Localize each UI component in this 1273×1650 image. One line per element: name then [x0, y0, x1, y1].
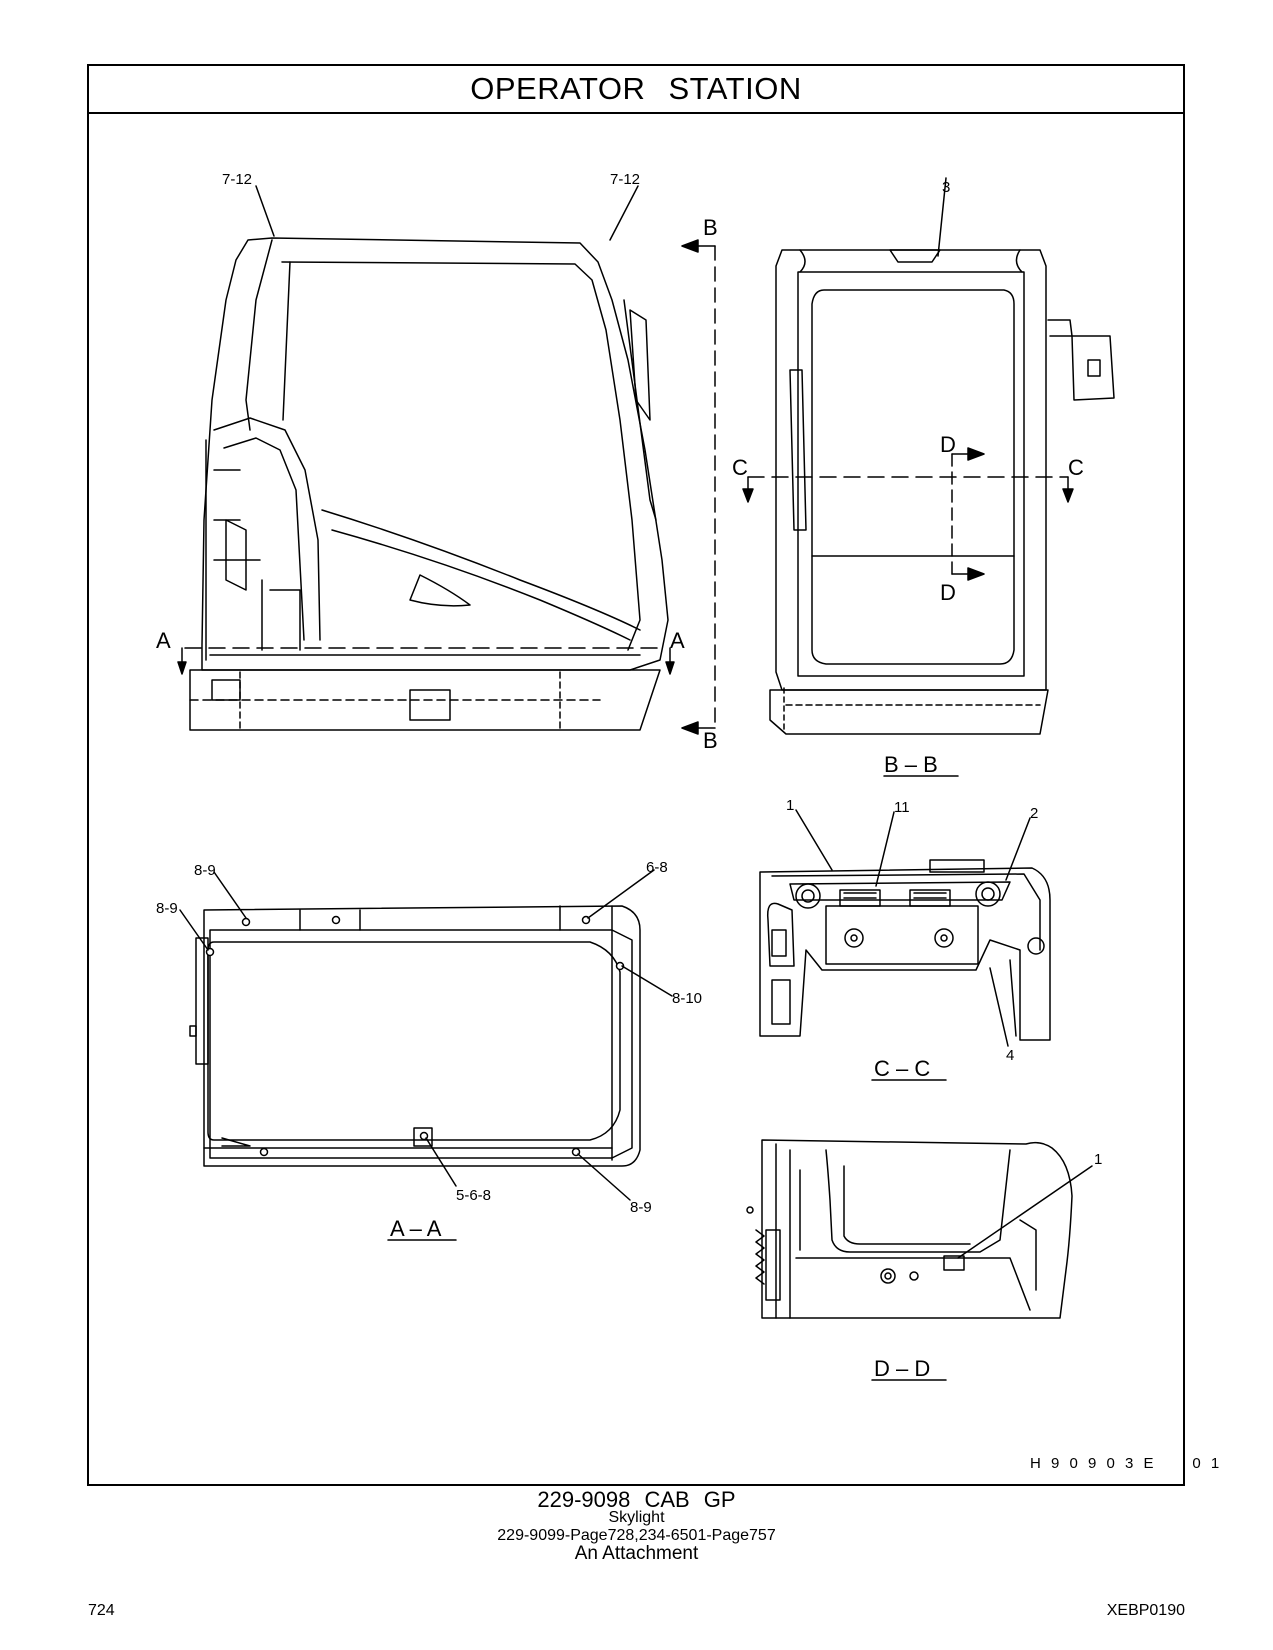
footer-description: Skylight	[608, 1509, 665, 1526]
section-marker-d-bottom: D	[940, 580, 956, 605]
callout-cc-2: 2	[1030, 805, 1038, 822]
footer-part-number: 229-9098 CAB GP	[537, 1487, 736, 1512]
callout-aa-5-6-8: 5-6-8	[456, 1187, 491, 1204]
callout-dd-1: 1	[1094, 1151, 1102, 1168]
view-title-aa: A – A	[390, 1216, 442, 1241]
title-bar: OPERATOR STATION	[89, 66, 1183, 114]
callout-aa-8-9-bottom: 8-9	[630, 1199, 652, 1216]
callout-cc-11: 11	[894, 799, 910, 816]
footer-attachment: An Attachment	[574, 1543, 699, 1564]
callout-bb-3: 3	[942, 179, 950, 196]
section-marker-c-right: C	[1068, 455, 1084, 480]
illustration-code: H 9 0 9 0 3 E 0 1	[1030, 1455, 1222, 1472]
section-marker-b-top: B	[703, 215, 718, 240]
callout-aa-8-9-left: 8-9	[156, 900, 178, 917]
side-view	[177, 185, 716, 735]
view-title-dd: D – D	[874, 1356, 930, 1381]
section-marker-c-left: C	[732, 455, 748, 480]
bb-view	[742, 177, 1115, 777]
aa-view	[179, 869, 673, 1241]
document-code: XEBP0190	[1106, 1602, 1185, 1619]
page-frame: OPERATOR STATION	[87, 64, 1185, 1486]
section-marker-d-top: D	[940, 432, 956, 457]
page-title: OPERATOR STATION	[470, 71, 802, 106]
view-title-cc: C – C	[874, 1056, 930, 1081]
section-marker-b-bottom: B	[703, 728, 718, 753]
callout-aa-8-10: 8-10	[672, 990, 702, 1007]
callout-aa-6-8: 6-8	[646, 859, 668, 876]
section-marker-a-right: A	[670, 628, 685, 653]
footer-references: 229-9099-Page728,234-6501-Page757	[497, 1527, 776, 1544]
dd-view	[746, 1139, 1093, 1381]
callout-side-7-12-right: 7-12	[610, 171, 640, 188]
callout-cc-1: 1	[786, 797, 794, 814]
page-number: 724	[88, 1602, 115, 1619]
callout-aa-8-9-top: 8-9	[194, 862, 216, 879]
callout-side-7-12-left: 7-12	[222, 171, 252, 188]
cc-view	[759, 809, 1051, 1081]
view-title-bb: B – B	[884, 752, 938, 777]
section-marker-a-left: A	[156, 628, 171, 653]
callout-cc-4: 4	[1006, 1047, 1014, 1064]
